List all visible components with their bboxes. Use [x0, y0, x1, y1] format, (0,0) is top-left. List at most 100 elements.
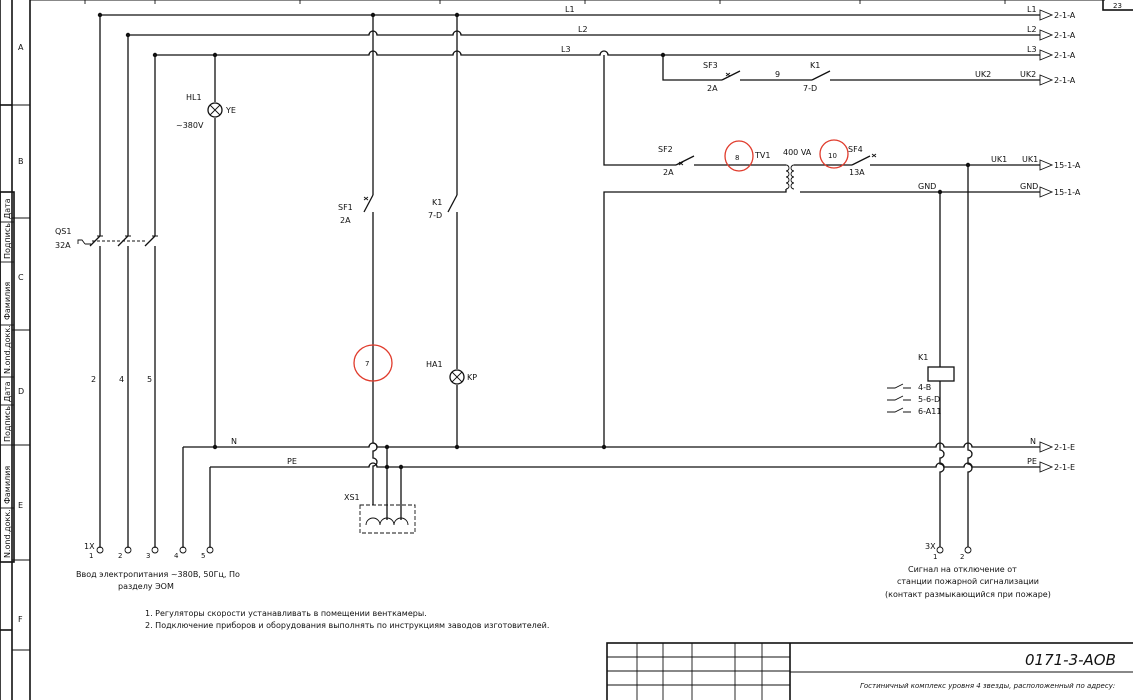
sf3-label: SF3 [703, 61, 718, 70]
ha1-label: HA1 [426, 360, 443, 369]
xs1-socket: XS1 [344, 447, 416, 534]
row-letter-f: F [18, 615, 23, 624]
svg-text:N: N [1030, 437, 1036, 446]
hl1-lamp: HL1 YE ~380V [176, 52, 236, 447]
tv1-label: TV1 [754, 151, 770, 160]
k1-coil-label: K1 [918, 353, 928, 362]
drawing-title: Гостиничный комплекс уровня 4 звезды, ра… [860, 682, 1115, 690]
bus-n-label: N [231, 437, 237, 446]
svg-text:1: 1 [933, 553, 937, 561]
tv1-power: 400 VA [783, 148, 812, 157]
wire-number-2: 2 [91, 375, 96, 384]
row-letter-c: C [18, 273, 24, 282]
bus-l1: L1 [100, 5, 1040, 16]
k1-ha1-branch: K1 7-D HA1 KP [426, 12, 477, 447]
bus-pe: PE PE 2-1-E [209, 457, 1075, 548]
sf2-rating: 2A [663, 168, 674, 177]
marker-10: 10 [828, 152, 837, 160]
marker-8: 8 [735, 154, 739, 162]
k1-contact-label: K1 [432, 198, 442, 207]
terminal-3x: 3X 1 2 Сигнал на отключение от станции п… [885, 542, 1051, 599]
k1-top-label: K1 [810, 61, 820, 70]
svg-text:2-1-E: 2-1-E [1054, 463, 1075, 472]
stamp-sign-2: Подпись [3, 406, 12, 442]
svg-text:3: 3 [146, 552, 150, 560]
svg-text:UK2: UK2 [1020, 70, 1036, 79]
ref-l1: L1 2-1-A [1027, 5, 1076, 21]
terminal-1x: 1X 1 2 3 4 5 Ввод электропитания ~380В, … [76, 542, 240, 591]
hl1-label: HL1 [186, 93, 202, 102]
row-letter-d: D [18, 387, 24, 396]
signal-caption-2: станции пожарной сигнализации [897, 577, 1039, 586]
note-2: 2. Подключение приборов и оборудования в… [145, 621, 549, 630]
hl1-voltage: ~380V [176, 121, 204, 130]
bus-l2-label: L2 [578, 25, 588, 34]
svg-text:2-1-A: 2-1-A [1054, 11, 1076, 20]
bus-pe-label: PE [287, 457, 297, 466]
input-caption-1: Ввод электропитания ~380В, 50Гц, По [76, 570, 240, 579]
qs1-rating: 32A [55, 241, 71, 250]
svg-text:UK2: UK2 [975, 70, 991, 79]
k1-coil-circuit: K1 4-B 5-6-D 6-A11 [887, 165, 973, 547]
sf4-label: SF4 [848, 145, 863, 154]
sf3-k1-branch: SF3 2A 9 K1 7-D UK2 UK2 2-1-A [660, 52, 1076, 93]
k1-contact-2: 5-6-D [918, 395, 940, 404]
ha1-color: KP [467, 373, 477, 382]
page-number: 23 [1113, 2, 1122, 10]
row-letters: A B C D E F [18, 43, 24, 624]
stamp-doc-1: N.ond.докк. [3, 325, 12, 374]
note-1: 1. Регуляторы скорости устанавливать в п… [145, 609, 427, 618]
bus-n: N N 2-1-E [182, 437, 1075, 548]
ref-l3: L3 2-1-A [1027, 45, 1076, 61]
transformer-chain: SF2 2A TV1 400 VA SF4 13A UK1 UK1 15-1-A… [603, 55, 1081, 447]
svg-text:UK1: UK1 [1022, 155, 1038, 164]
ref-l2: L2 2-1-A [1027, 25, 1076, 41]
svg-text:4: 4 [174, 552, 179, 560]
svg-text:PE: PE [1027, 457, 1037, 466]
stamp-date-1: Дата [3, 198, 12, 219]
drawing-code: 0171-3-АОВ [1025, 651, 1116, 669]
title-block: 0171-3-АОВ Гостиничный комплекс уровня 4… [606, 642, 1133, 700]
wire-number-4: 4 [119, 375, 124, 384]
svg-text:15-1-A: 15-1-A [1054, 188, 1081, 197]
terminal-1x-label: 1X [84, 542, 95, 551]
bus-l3: L3 [155, 45, 1040, 56]
svg-text:1: 1 [89, 552, 93, 560]
svg-text:L2: L2 [1027, 25, 1037, 34]
bus-l2: L2 [128, 25, 1040, 36]
bus-l3-label: L3 [561, 45, 571, 54]
sf2-label: SF2 [658, 145, 673, 154]
svg-text:2: 2 [960, 553, 964, 561]
k1-contact-ref: 7-D [428, 211, 442, 220]
stamp-name-2: Фамилия [3, 466, 12, 504]
svg-text:L1: L1 [1027, 5, 1037, 14]
stamp-sign-1: Подпись [3, 223, 12, 259]
xs1-label: XS1 [344, 493, 360, 502]
svg-text:L3: L3 [1027, 45, 1037, 54]
qs1-label: QS1 [55, 227, 71, 236]
wire-9-label: 9 [775, 70, 780, 79]
row-letter-b: B [18, 157, 24, 166]
stamp-doc-2: N.ond.докк. [3, 509, 12, 558]
revision-markers: 7 8 10 [353, 139, 849, 382]
svg-text:2: 2 [118, 552, 122, 560]
svg-text:2-1-A: 2-1-A [1054, 31, 1076, 40]
k1-contact-3: 6-A11 [918, 407, 941, 416]
terminal-3x-label: 3X [925, 542, 936, 551]
svg-text:2-1-A: 2-1-A [1054, 76, 1076, 85]
side-stamp: Дата Подпись Фамилия N.ond.докк. Дата По… [0, 191, 15, 563]
hl1-color: YE [225, 106, 236, 115]
marker-7: 7 [365, 360, 369, 368]
wire-number-5: 5 [147, 375, 152, 384]
svg-text:UK1: UK1 [991, 155, 1007, 164]
k1-contact-1: 4-B [918, 383, 931, 392]
svg-text:15-1-A: 15-1-A [1054, 161, 1081, 170]
signal-caption-1: Сигнал на отключение от [908, 565, 1017, 574]
notes: 1. Регуляторы скорости устанавливать в п… [145, 609, 549, 630]
svg-text:5: 5 [201, 552, 205, 560]
svg-text:2-1-A: 2-1-A [1054, 51, 1076, 60]
stamp-name-1: Фамилия [3, 282, 12, 320]
input-caption-2: разделу ЭОМ [118, 582, 174, 591]
